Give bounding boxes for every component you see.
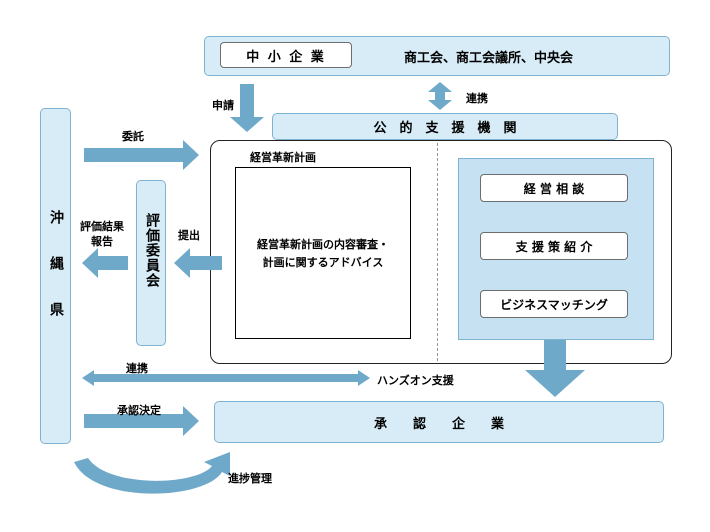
service-introduction-label: 支 援 策 紹 介 [515, 239, 593, 254]
sme-label-box: 中 小 企 業 [220, 42, 352, 68]
coordination-arrow-top [428, 82, 452, 110]
sme-label: 中 小 企 業 [246, 49, 326, 65]
evaluation-report-label-2: 報告 [91, 235, 113, 248]
entrust-label: 委託 [122, 130, 144, 143]
service-consultation-label: 経 営 相 談 [523, 181, 585, 196]
entrust-arrow [84, 140, 199, 170]
approved-enterprises-label: 承 認 企 業 [373, 416, 504, 432]
evaluation-committee-box [136, 180, 166, 346]
service-consultation: 経 営 相 談 [480, 174, 628, 202]
public-support-bar: 公 的 支 援 機 関 [272, 113, 618, 140]
review-text-line-2: 計画に関するアドバイス [262, 256, 384, 269]
service-matching: ビジネスマッチング [480, 290, 628, 318]
review-text-line-1: 経営革新計画の内容審査・ [257, 238, 389, 251]
public-support-label: 公 的 支 援 機 関 [373, 121, 517, 136]
coordination-top-label: 連携 [466, 92, 488, 105]
plan-title: 経営革新計画 [250, 151, 316, 164]
evaluation-report-arrow [82, 248, 128, 278]
organizations-label: 商工会、商工会議所、中央会 [404, 51, 574, 66]
hands-on-label: ハンズオン支援 [377, 374, 454, 387]
progress-management-arrow [74, 452, 230, 494]
application-arrow [230, 84, 264, 132]
approval-decision-label: 承認決定 [117, 404, 161, 417]
submission-label: 提出 [178, 229, 200, 242]
coordination-bottom-label: 連携 [126, 362, 148, 375]
okinawa-prefecture-bar [40, 108, 71, 444]
service-introduction: 支 援 策 紹 介 [480, 232, 628, 260]
okinawa-prefecture-label: 沖縄県 [48, 210, 64, 348]
service-matching-label: ビジネスマッチング [500, 297, 608, 312]
progress-management-label: 進捗管理 [228, 472, 272, 485]
review-box: 経営革新計画の内容審査・ 計画に関するアドバイス [235, 167, 411, 339]
approved-enterprises-bar: 承 認 企 業 [214, 401, 664, 443]
evaluation-committee-label: 評価委員会 [144, 213, 160, 288]
evaluation-report-label-1: 評価結果 [80, 220, 124, 233]
application-label: 申請 [212, 99, 234, 112]
frame-divider [437, 143, 438, 361]
